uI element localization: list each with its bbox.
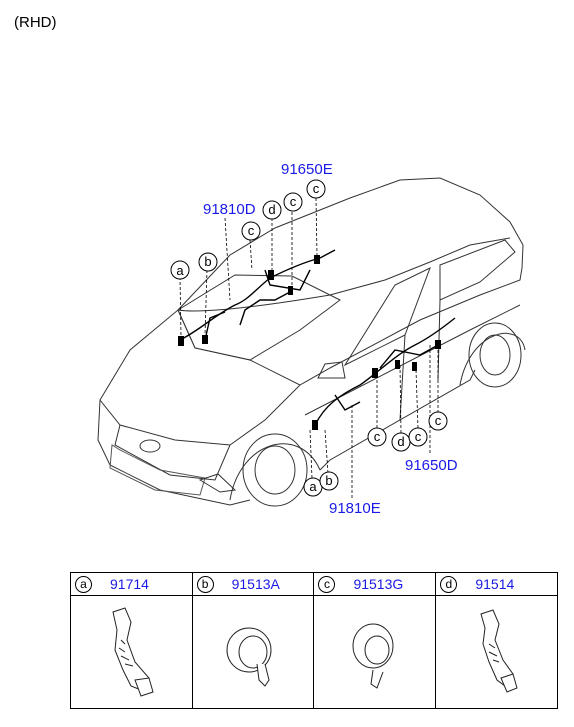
label-91810d: 91810D — [203, 201, 256, 218]
connectors — [178, 255, 441, 430]
grommet-hose-icon — [480, 608, 518, 693]
part-letter-d: d — [440, 575, 458, 593]
part-code-d: 91514 — [475, 576, 515, 592]
wiring-harness — [179, 249, 456, 426]
part-header-d: d 91514 — [435, 572, 558, 596]
side-mirror — [317, 361, 346, 379]
grommet-long-icon — [112, 606, 154, 697]
callout-d-top: d — [268, 202, 275, 217]
callout-markers — [170, 179, 448, 497]
part-letter-b: b — [196, 575, 214, 593]
grille — [109, 444, 206, 496]
part-letter-c: c — [318, 575, 336, 593]
part-code-a: 91714 — [110, 576, 149, 592]
part-picture-c — [313, 595, 437, 709]
grommet-round-icon — [226, 627, 272, 687]
part-code-c: 91513G — [353, 576, 404, 592]
label-91650d: 91650D — [405, 457, 458, 474]
label-91810e: 91810E — [329, 500, 381, 517]
rear-wheel — [468, 322, 522, 388]
part-header-c: c 91513G — [313, 572, 437, 596]
grommet-round-small-icon — [352, 623, 394, 689]
callout-c-bottom-3: c — [435, 413, 442, 428]
callout-d-bottom: d — [397, 434, 404, 449]
callout-a-front: a — [176, 263, 184, 278]
callout-c-top-1: c — [248, 223, 255, 238]
front-wheel — [242, 433, 308, 507]
leader-lines — [179, 197, 439, 500]
part-picture-d — [435, 595, 558, 709]
car-body — [97, 177, 526, 507]
callout-c-bottom-2: c — [415, 429, 422, 444]
part-header-a: a 91714 — [70, 572, 193, 596]
callout-b-front: b — [204, 254, 211, 269]
part-letter-a: a — [75, 575, 92, 593]
part-header-b: b 91513A — [191, 572, 315, 596]
callout-c-bottom-1: c — [374, 429, 381, 444]
parts-legend-table: a 91714 b 91513A c 91513G d 91514 — [70, 572, 558, 709]
part-picture-a — [70, 595, 193, 709]
callout-a-side: a — [309, 479, 317, 494]
callout-c-top-2: c — [290, 194, 297, 209]
variant-label: (RHD) — [14, 14, 57, 31]
car-wiring-diagram: a b c d c c c d c c a b 91650E 91810D 91… — [97, 161, 526, 517]
callout-c-top-3: c — [313, 181, 320, 196]
part-code-b: 91513A — [231, 576, 280, 592]
label-91650e: 91650E — [281, 161, 333, 178]
part-picture-b — [191, 595, 315, 709]
callout-b-side: b — [325, 473, 332, 488]
